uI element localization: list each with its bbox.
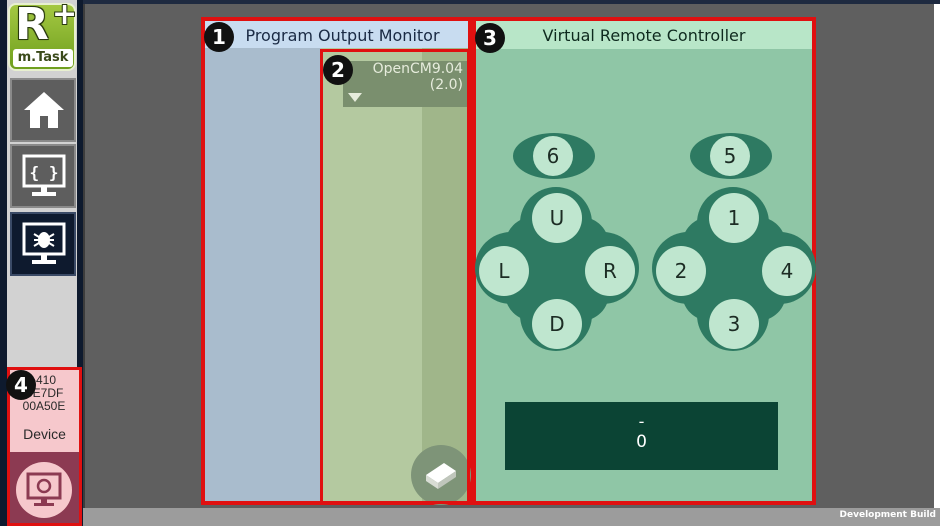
dpad-left-button[interactable]: L xyxy=(479,246,529,296)
sidebar-item-task[interactable]: { } xyxy=(10,144,76,208)
right-edge xyxy=(934,4,940,508)
development-build-label: Development Build xyxy=(839,510,936,520)
display-line-2: 0 xyxy=(636,432,647,452)
dropdown-arrow-icon xyxy=(348,93,362,102)
dpad-right-button[interactable]: R xyxy=(585,246,635,296)
device-select-version: (2.0) xyxy=(429,77,463,93)
device-id-line3: 00A50E xyxy=(22,399,66,413)
device-select-name: OpenCM9.04 xyxy=(372,61,463,77)
left-top-button-label: 6 xyxy=(533,136,573,176)
eraser-icon xyxy=(426,463,456,489)
sidebar-item-home[interactable] xyxy=(10,78,76,142)
dpad-up-button[interactable]: U xyxy=(532,193,582,243)
virtual-remote-controller: Virtual Remote Controller 6 5 U L R D 1 … xyxy=(472,17,816,505)
marker-3: 3 xyxy=(475,23,505,53)
button-4[interactable]: 4 xyxy=(762,246,812,296)
highlight-box-2 xyxy=(320,49,470,504)
device-select-dropdown[interactable]: OpenCM9.04 (2.0) xyxy=(343,61,468,107)
button-2[interactable]: 2 xyxy=(656,246,706,296)
clear-output-button[interactable] xyxy=(411,445,471,505)
left-top-button[interactable]: 6 xyxy=(513,133,595,179)
button-3[interactable]: 3 xyxy=(709,299,759,349)
monitor-connect-icon xyxy=(26,472,62,506)
device-select-value: OpenCM9.04 (2.0) xyxy=(373,61,463,93)
button-1[interactable]: 1 xyxy=(709,193,759,243)
device-id: -410 BE7DF 00A50E xyxy=(12,374,76,413)
marker-2: 2 xyxy=(323,55,353,85)
device-connect-area xyxy=(10,452,79,523)
home-icon xyxy=(24,92,64,128)
logo-subtitle: m.Task xyxy=(13,49,73,67)
sidebar-item-debug[interactable] xyxy=(10,212,76,276)
top-strip xyxy=(83,0,940,4)
bug-monitor-icon xyxy=(22,222,66,264)
output-scrollbar[interactable] xyxy=(422,48,468,501)
right-dpad: 1 2 4 3 xyxy=(652,187,816,351)
program-output-monitor-title: Program Output Monitor xyxy=(205,21,468,48)
device-id-line1: -410 xyxy=(31,373,57,387)
controller-value-display: - 0 xyxy=(505,402,778,470)
marker-4: 4 xyxy=(6,370,36,400)
program-output-monitor: Program Output Monitor OpenCM9.04 (2.0) xyxy=(201,17,472,505)
logo-mark: R xyxy=(15,0,49,50)
code-braces-monitor-icon: { } xyxy=(22,154,66,196)
display-line-1: - xyxy=(638,412,645,431)
left-dpad: U L R D xyxy=(475,187,639,351)
svg-text:{ }: { } xyxy=(30,163,59,182)
dpad-down-button[interactable]: D xyxy=(532,299,582,349)
right-top-button[interactable]: 5 xyxy=(690,133,772,179)
device-output-column xyxy=(321,48,468,501)
app-logo: R + m.Task xyxy=(8,0,78,71)
virtual-remote-controller-title: Virtual Remote Controller xyxy=(476,21,812,49)
status-bar: Development Build xyxy=(83,508,940,526)
right-top-button-label: 5 xyxy=(710,136,750,176)
marker-1: 1 xyxy=(204,22,234,52)
logo-plus: + xyxy=(52,0,78,32)
device-connect-button[interactable] xyxy=(16,462,72,518)
device-label: Device xyxy=(23,426,66,442)
